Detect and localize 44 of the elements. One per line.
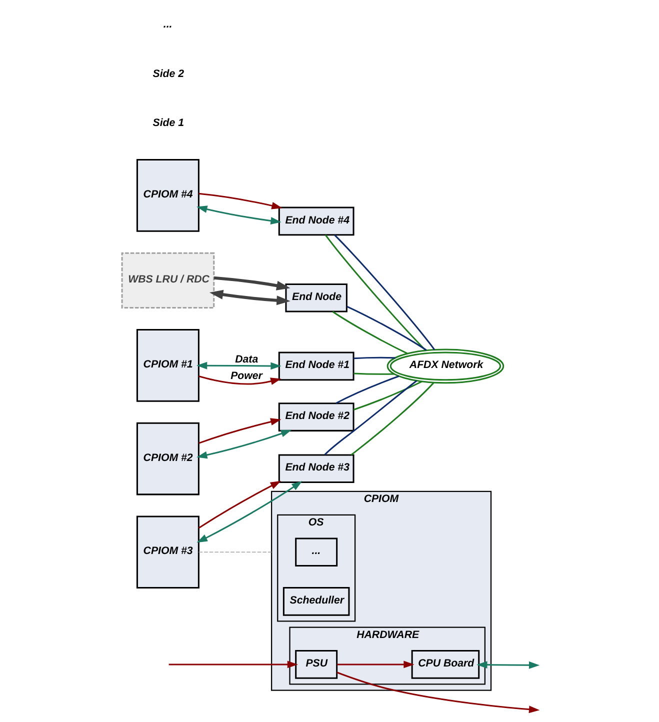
node-box: CPIOM #4: [136, 158, 199, 232]
connector: [324, 234, 426, 351]
node-box: CPU Board: [410, 650, 480, 679]
connector: [346, 306, 426, 351]
arrow: [208, 290, 290, 306]
node-box: WBS LRU / RDC: [120, 252, 214, 308]
arrow: [198, 480, 281, 529]
connector: [335, 375, 399, 404]
arrow: [196, 362, 281, 370]
node-box: End Node #3: [278, 454, 354, 484]
node-box: CPIOM #3: [136, 516, 199, 589]
label: ...: [162, 18, 172, 30]
arrow: [336, 660, 414, 668]
arrow: [198, 192, 282, 210]
arrow: [198, 376, 281, 385]
node-box: CPIOM #2: [136, 422, 199, 496]
connector: [334, 234, 435, 350]
arrow: [476, 661, 540, 669]
node-ellipse: AFDX Network: [386, 348, 504, 384]
label: Side 2: [152, 68, 184, 80]
connector: [352, 380, 422, 410]
connector: [332, 311, 408, 354]
arrow: [196, 430, 292, 459]
node-box: CPIOM #1: [136, 328, 199, 402]
node-box: End Node #1: [278, 352, 354, 381]
label: Side 1: [152, 117, 184, 130]
connector: [353, 372, 394, 375]
arrow: [168, 660, 298, 668]
arrow: [196, 206, 281, 224]
node-box: Scheduller: [282, 587, 350, 616]
node-box: End Node #4: [278, 206, 354, 236]
node-box: End Node: [284, 283, 347, 312]
arrow: [336, 672, 540, 714]
arrow: [198, 418, 281, 444]
arrow: [213, 276, 290, 290]
connector: [353, 356, 395, 360]
node-box: PSU: [294, 650, 338, 679]
node-box: ...: [294, 538, 338, 567]
node-box: End Node #2: [278, 402, 354, 432]
arrow: [196, 481, 302, 543]
connector: [324, 380, 417, 456]
edge-label: Data: [234, 354, 258, 366]
edge-label: Power: [230, 370, 262, 382]
connector: [350, 382, 434, 456]
